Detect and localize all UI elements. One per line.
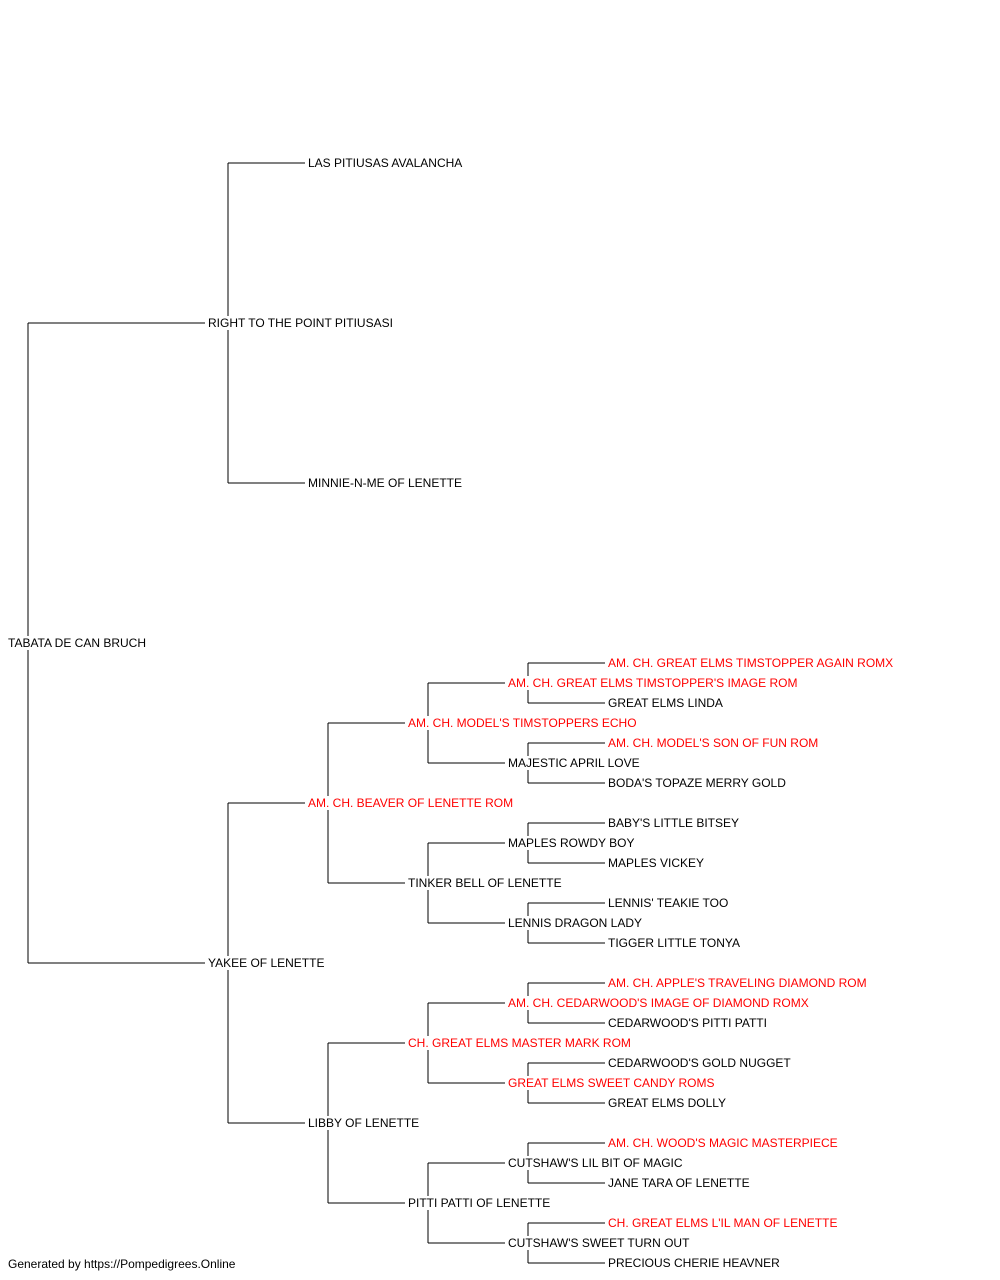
ancestor-name: LENNIS DRAGON LADY — [508, 916, 643, 930]
ancestor-name: GREAT ELMS SWEET CANDY ROMS — [508, 1076, 715, 1090]
ancestor-name: AM. CH. APPLE'S TRAVELING DIAMOND ROM — [608, 976, 867, 990]
ancestor-name: MINNIE-N-ME OF LENETTE — [308, 476, 463, 490]
ancestor-name: LENNIS' TEAKIE TOO — [608, 896, 729, 910]
ancestor-name: CUTSHAW'S LIL BIT OF MAGIC — [508, 1156, 683, 1170]
ancestor-name: AM. CH. WOOD'S MAGIC MASTERPIECE — [608, 1136, 838, 1150]
ancestor-name: LIBBY OF LENETTE — [308, 1116, 420, 1130]
ancestor-name: TINKER BELL OF LENETTE — [408, 876, 562, 890]
subject-name: TABATA DE CAN BRUCH — [8, 636, 147, 650]
ancestor-name: MAPLES VICKEY — [608, 856, 705, 870]
ancestor-name: TIGGER LITTLE TONYA — [608, 936, 741, 950]
ancestor-name: PRECIOUS CHERIE HEAVNER — [608, 1256, 780, 1270]
footer-credit: Generated by https://Pompedigrees.Online — [8, 1257, 236, 1271]
ancestor-name: JANE TARA OF LENETTE — [608, 1176, 750, 1190]
ancestor-name: GREAT ELMS DOLLY — [608, 1096, 727, 1110]
ancestor-name: RIGHT TO THE POINT PITIUSASI — [208, 316, 393, 330]
ancestor-name: LAS PITIUSAS AVALANCHA — [308, 156, 463, 170]
ancestor-name: MAPLES ROWDY BOY — [508, 836, 635, 850]
ancestor-name: CH. GREAT ELMS MASTER MARK ROM — [408, 1036, 631, 1050]
ancestor-name: YAKEE OF LENETTE — [208, 956, 325, 970]
ancestor-name: AM. CH. MODEL'S TIMSTOPPERS ECHO — [408, 716, 637, 730]
ancestor-name: AM. CH. MODEL'S SON OF FUN ROM — [608, 736, 819, 750]
ancestor-name: AM. CH. BEAVER OF LENETTE ROM — [308, 796, 514, 810]
ancestor-name: CH. GREAT ELMS L'IL MAN OF LENETTE — [608, 1216, 838, 1230]
ancestor-name: GREAT ELMS LINDA — [608, 696, 723, 710]
ancestor-name: BODA'S TOPAZE MERRY GOLD — [608, 776, 786, 790]
ancestor-name: AM. CH. GREAT ELMS TIMSTOPPER AGAIN ROMX — [608, 656, 894, 670]
ancestor-name: CEDARWOOD'S GOLD NUGGET — [608, 1056, 791, 1070]
ancestor-name: MAJESTIC APRIL LOVE — [508, 756, 640, 770]
ancestor-name: CEDARWOOD'S PITTI PATTI — [608, 1016, 767, 1030]
ancestor-name: AM. CH. CEDARWOOD'S IMAGE OF DIAMOND ROM… — [508, 996, 809, 1010]
ancestor-name: PITTI PATTI OF LENETTE — [408, 1196, 551, 1210]
ancestor-name: BABY'S LITTLE BITSEY — [608, 816, 740, 830]
ancestor-name: CUTSHAW'S SWEET TURN OUT — [508, 1236, 690, 1250]
ancestor-name: AM. CH. GREAT ELMS TIMSTOPPER'S IMAGE RO… — [508, 676, 798, 690]
